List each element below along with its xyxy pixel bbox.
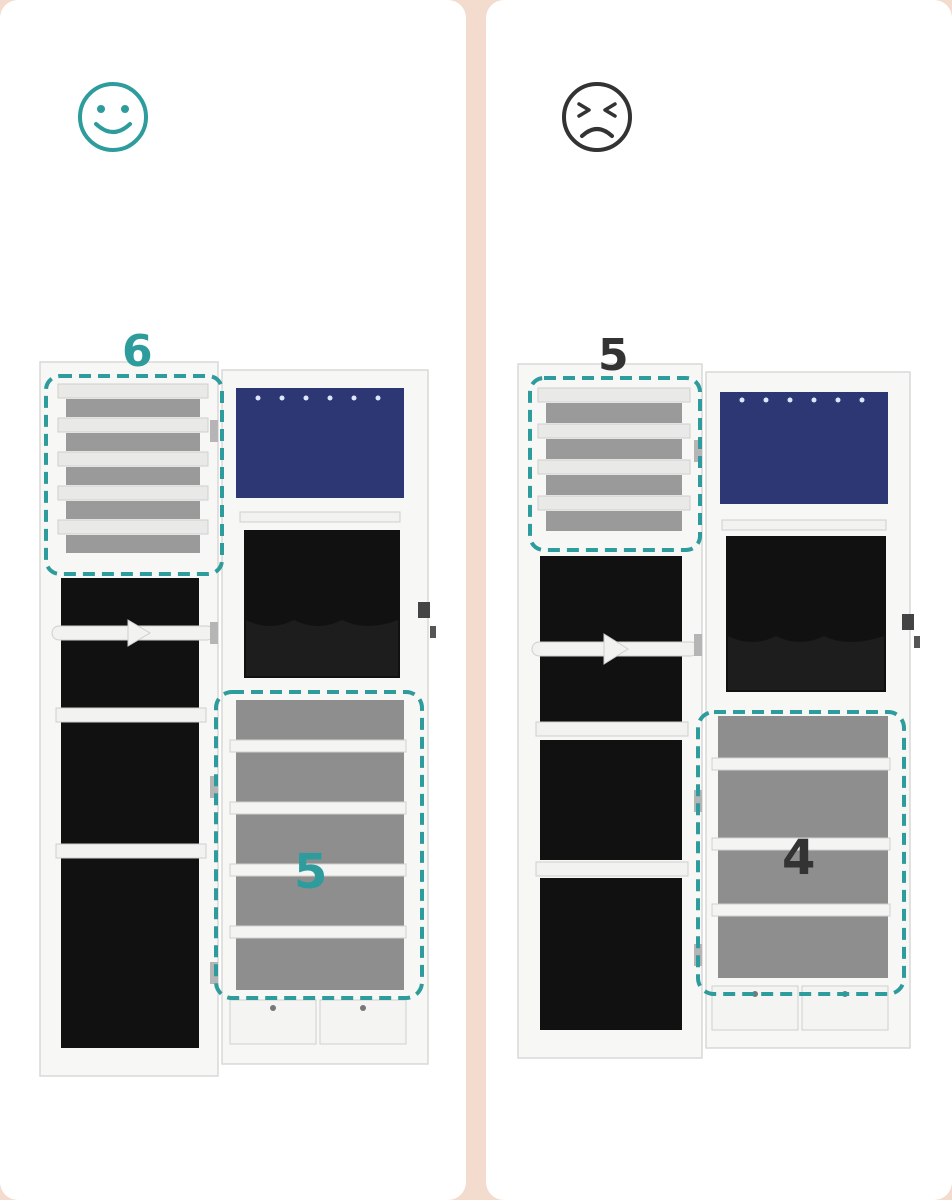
- cabinet-highlight-good: [214, 690, 424, 1000]
- door-highlight-good: [44, 374, 224, 576]
- cabinet-shelf-count-good: 5: [294, 844, 328, 900]
- door-shelf-count-bad: 5: [598, 330, 629, 381]
- jewelry-cabinet-open-good: [39, 361, 436, 1077]
- cabinet-shelf-count-bad: 4: [782, 830, 816, 886]
- comparison-panel-bad: 5 4: [486, 0, 952, 1200]
- cabinet-highlight-bad: [696, 710, 906, 996]
- door-highlight-bad: [528, 376, 702, 552]
- smiley-face-icon: [78, 82, 148, 152]
- sad-face-icon: [562, 82, 632, 152]
- comparison-panel-good: 6 5: [0, 0, 466, 1200]
- jewelry-cabinet-open-bad: [517, 363, 920, 1059]
- door-shelf-count-good: 6: [122, 326, 153, 377]
